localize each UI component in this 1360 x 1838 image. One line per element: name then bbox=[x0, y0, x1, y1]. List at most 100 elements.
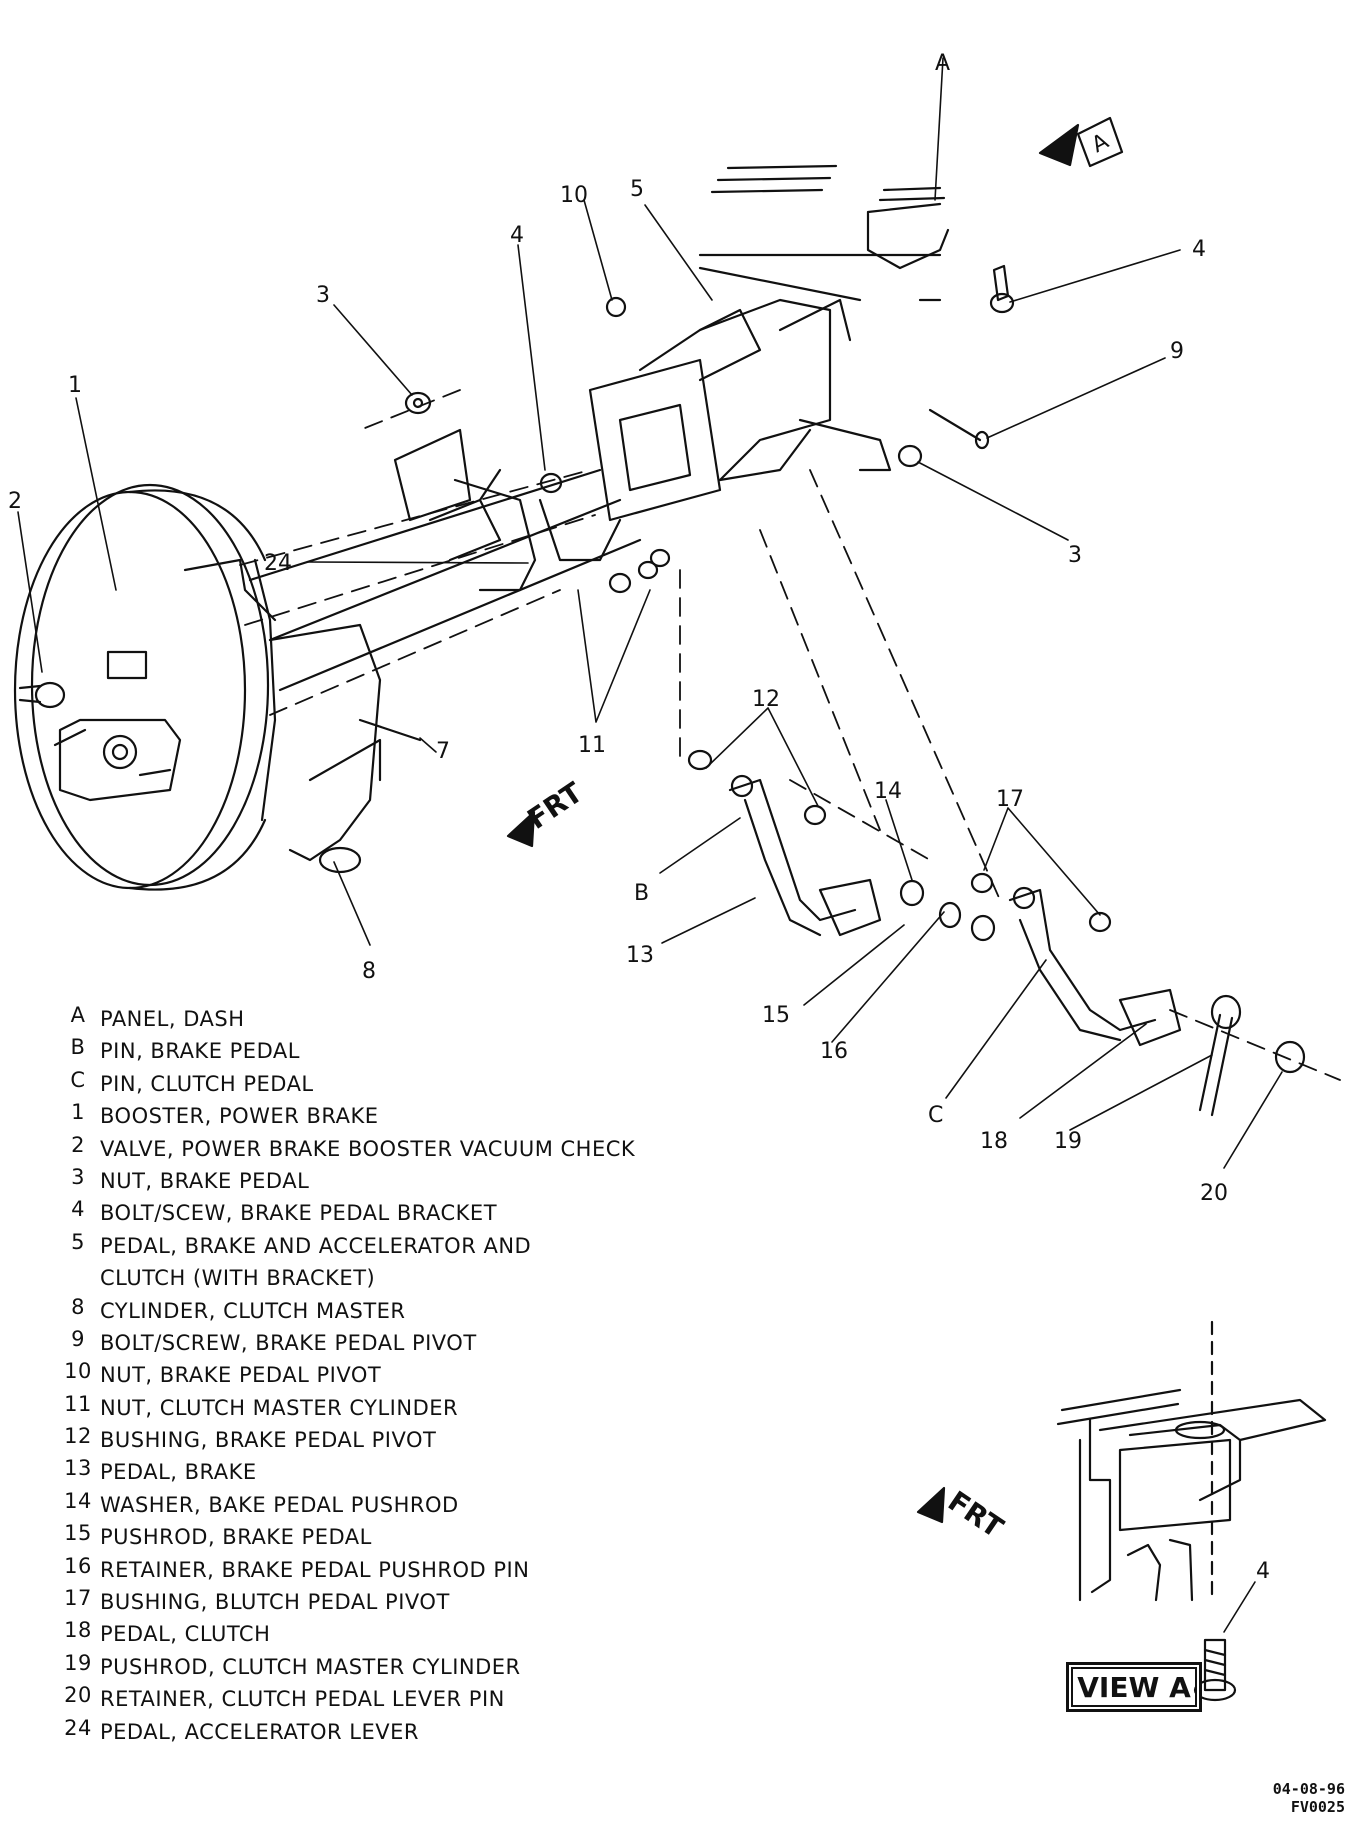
leader-lines bbox=[17, 57, 1283, 1633]
legend-key: 4 bbox=[71, 1197, 85, 1222]
legend-desc: BUSHING, BLUTCH PEDAL PIVOT bbox=[100, 1590, 450, 1615]
legend-row: 4 BOLT/SCEW, BRAKE PEDAL BRACKET bbox=[56, 1197, 696, 1229]
legend-desc: NUT, CLUTCH MASTER CYLINDER bbox=[100, 1395, 459, 1420]
legend-key: C bbox=[70, 1067, 86, 1092]
frt-arrow-view bbox=[916, 1486, 946, 1524]
callout-14: 14 bbox=[874, 779, 902, 804]
legend-row: 11 NUT, CLUTCH MASTER CYLINDER bbox=[56, 1392, 696, 1424]
vacuum-check-valve bbox=[18, 681, 66, 709]
drawing-date: 04-08-96 bbox=[1272, 1780, 1345, 1798]
view-a-arrow bbox=[1038, 116, 1124, 168]
callout-8: 8 bbox=[362, 959, 376, 984]
legend-row: 12 BUSHING, BRAKE PEDAL PIVOT bbox=[56, 1424, 696, 1456]
legend-key: B bbox=[70, 1035, 86, 1060]
legend-key: 18 bbox=[64, 1618, 92, 1643]
legend-desc: BOLT/SCEW, BRAKE PEDAL BRACKET bbox=[100, 1201, 498, 1226]
assembly-lines bbox=[239, 389, 1341, 1081]
clutch-master-cylinder bbox=[268, 623, 422, 874]
callout-labels: A 10 5 4 4 3 1 2 9 3 24 11 7 8 12 14 17 … bbox=[8, 51, 1270, 1584]
legend-row: 24 PEDAL, ACCELERATOR LEVER bbox=[56, 1716, 696, 1748]
dash-panel-part bbox=[698, 164, 950, 302]
legend-desc: PEDAL, BRAKE bbox=[100, 1460, 257, 1485]
legend-desc: RETAINER, CLUTCH PEDAL LEVER PIN bbox=[100, 1687, 505, 1712]
legend-row: 17 BUSHING, BLUTCH PEDAL PIVOT bbox=[56, 1586, 696, 1618]
legend-key: 9 bbox=[71, 1326, 85, 1351]
legend-key: 12 bbox=[64, 1424, 92, 1449]
legend-row: C PIN, CLUTCH PEDAL bbox=[56, 1068, 696, 1100]
legend-desc: PEDAL, ACCELERATOR LEVER bbox=[100, 1719, 420, 1744]
legend-row: B PIN, BRAKE PEDAL bbox=[56, 1035, 696, 1067]
callout-10: 10 bbox=[560, 183, 588, 208]
legend-desc: BOOSTER, POWER BRAKE bbox=[100, 1104, 379, 1129]
callout-3-left: 3 bbox=[316, 283, 330, 308]
callout-12: 12 bbox=[752, 687, 780, 712]
hardware-parts bbox=[404, 264, 1306, 1074]
callout-15: 15 bbox=[762, 1003, 790, 1028]
frt-label-view: FRT bbox=[942, 1484, 1009, 1544]
drawing-id: FV0025 bbox=[1290, 1798, 1345, 1816]
pedal-bracket-assembly bbox=[248, 298, 892, 692]
legend-desc: PUSHROD, BRAKE PEDAL bbox=[100, 1525, 372, 1550]
parts-legend: A PANEL, DASH B PIN, BRAKE PEDAL C PIN, CLU… bbox=[56, 1003, 696, 1748]
callout-5: 5 bbox=[630, 177, 644, 202]
legend-key: 24 bbox=[64, 1715, 92, 1740]
callout-18: 18 bbox=[980, 1129, 1008, 1154]
legend-desc: PEDAL, CLUTCH bbox=[100, 1622, 271, 1647]
legend-row: 5 PEDAL, BRAKE AND ACCELERATOR AND CLUTCH… bbox=[56, 1230, 696, 1295]
view-a-detail bbox=[1056, 1320, 1327, 1702]
legend-key: 10 bbox=[64, 1359, 92, 1384]
legend-desc: PUSHROD, CLUTCH MASTER CYLINDER bbox=[100, 1654, 521, 1679]
callout-4-top: 4 bbox=[510, 223, 524, 248]
callout-9: 9 bbox=[1170, 339, 1184, 364]
legend-key: 17 bbox=[64, 1586, 92, 1611]
legend-key: A bbox=[70, 1003, 86, 1027]
legend-desc: PEDAL, BRAKE AND ACCELERATOR AND CLUTCH … bbox=[100, 1233, 532, 1290]
legend-desc: BUSHING, BRAKE PEDAL PIVOT bbox=[100, 1428, 437, 1453]
legend-desc: BOLT/SCREW, BRAKE PEDAL PIVOT bbox=[100, 1330, 477, 1355]
callout-20: 20 bbox=[1200, 1181, 1228, 1206]
clutch-pedal bbox=[1008, 886, 1182, 1047]
legend-row: 18 PEDAL, CLUTCH bbox=[56, 1618, 696, 1650]
legend-key: 3 bbox=[71, 1164, 85, 1189]
callout-3-right: 3 bbox=[1068, 543, 1082, 568]
callout-19: 19 bbox=[1054, 1129, 1082, 1154]
accelerator-lever bbox=[453, 468, 537, 592]
callout-2: 2 bbox=[8, 489, 22, 514]
brake-pedal bbox=[728, 774, 882, 937]
legend-key: 5 bbox=[71, 1229, 85, 1254]
legend-desc: PANEL, DASH bbox=[100, 1007, 245, 1031]
legend-key: 11 bbox=[64, 1391, 92, 1416]
frt-arrow-main bbox=[506, 810, 536, 848]
legend-row: 9 BOLT/SCREW, BRAKE PEDAL PIVOT bbox=[56, 1327, 696, 1359]
legend-desc: NUT, BRAKE PEDAL PIVOT bbox=[100, 1363, 382, 1388]
view-a-label: VIEW A bbox=[1066, 1662, 1202, 1712]
callout-13: 13 bbox=[626, 943, 654, 968]
callout-b: B bbox=[634, 881, 649, 906]
callout-17: 17 bbox=[996, 787, 1024, 812]
view-a-marker-letter: A bbox=[1088, 129, 1113, 158]
callout-a-top: A bbox=[935, 51, 950, 76]
legend-key: 14 bbox=[64, 1488, 92, 1513]
legend-row: 3 NUT, BRAKE PEDAL bbox=[56, 1165, 696, 1197]
callout-4-right: 4 bbox=[1192, 237, 1206, 262]
callout-24: 24 bbox=[264, 551, 292, 576]
callout-16: 16 bbox=[820, 1039, 848, 1064]
legend-row: 2 VALVE, POWER BRAKE BOOSTER VACUUM CHECK bbox=[56, 1133, 696, 1165]
callout-11: 11 bbox=[578, 733, 606, 758]
callout-1: 1 bbox=[68, 373, 82, 398]
legend-desc: CYLINDER, CLUTCH MASTER bbox=[100, 1298, 406, 1323]
legend-desc: PIN, CLUTCH PEDAL bbox=[100, 1071, 314, 1096]
legend-desc: NUT, BRAKE PEDAL bbox=[100, 1168, 310, 1193]
legend-key: 2 bbox=[71, 1132, 85, 1157]
legend-desc: VALVE, POWER BRAKE BOOSTER VACUUM CHECK bbox=[100, 1136, 636, 1161]
legend-desc: PIN, BRAKE PEDAL bbox=[100, 1039, 300, 1064]
clutch-pushrod bbox=[1198, 994, 1242, 1117]
legend-row: A PANEL, DASH bbox=[56, 1003, 696, 1035]
